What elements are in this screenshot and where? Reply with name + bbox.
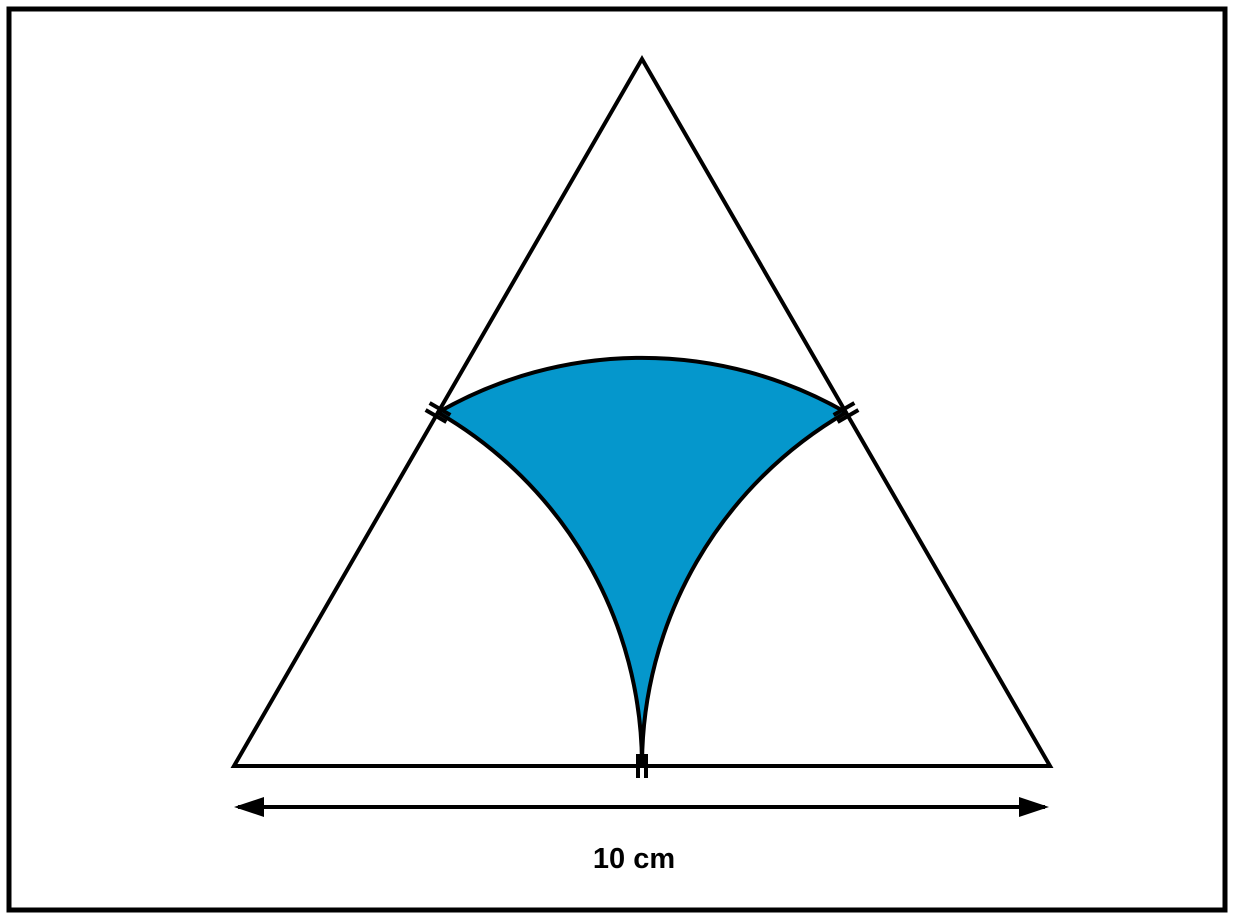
equilateral-triangle	[230, 54, 1054, 768]
tick-line	[832, 401, 856, 417]
dimension-label: 10 cm	[593, 843, 675, 875]
tick-mark-base	[636, 754, 648, 778]
arrowhead-right	[1019, 797, 1049, 817]
diagram-border	[6, 6, 1228, 913]
tick-line	[428, 401, 452, 417]
tick-mark-right-side	[832, 401, 860, 424]
tick-line	[836, 408, 860, 424]
tick-mark-left-side	[424, 401, 452, 424]
shaded-region	[436, 355, 848, 768]
tick-line	[424, 408, 448, 424]
arrowhead-left	[234, 797, 264, 817]
